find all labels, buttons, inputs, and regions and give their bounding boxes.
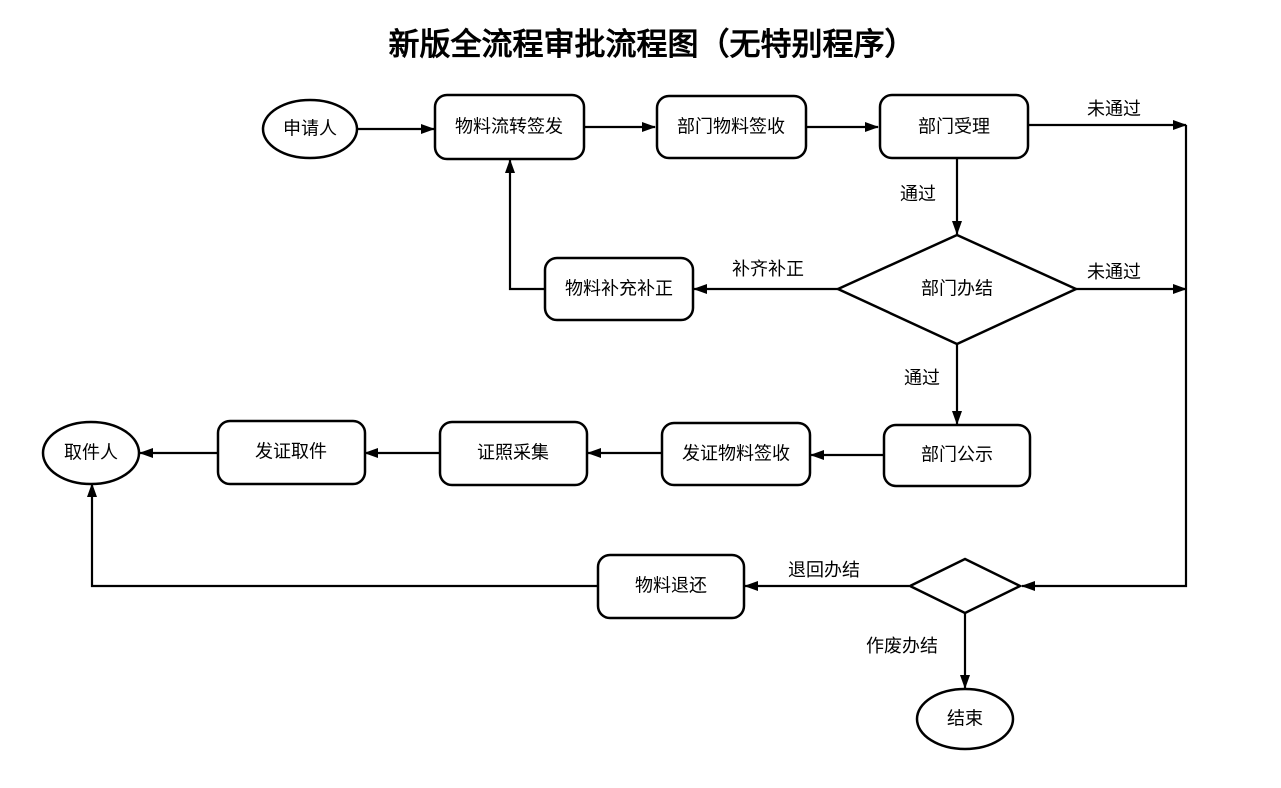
arrow-supplement-to-transfer: [505, 159, 545, 291]
node-label: 物料补充补正: [565, 279, 673, 300]
rounded-rect-shape: [433, 93, 586, 161]
node-dept-complete: 部门办结: [834, 233, 1080, 346]
edge-label-accept-pass: 通过: [900, 184, 936, 205]
node-label: 部门物料签收: [677, 117, 785, 138]
ellipse-shape: [261, 98, 359, 160]
node-dept-publicity: 部门公示: [882, 423, 1032, 488]
edge-label-accept-fail: 未通过: [1087, 99, 1141, 120]
ellipse-shape: [41, 420, 141, 486]
node-label: 取件人: [64, 443, 118, 464]
rounded-rect-shape: [878, 93, 1030, 160]
edge-label-supplement: 补齐补正: [732, 259, 804, 280]
diagram-title: 新版全流程审批流程图（无特别程序）: [389, 27, 916, 63]
node-label: 部门受理: [918, 117, 990, 138]
rounded-rect-shape: [882, 423, 1032, 488]
rounded-rect-shape: [655, 94, 808, 160]
edge-label-void-complete: 作废办结: [866, 636, 938, 657]
node-label: 部门公示: [921, 445, 993, 466]
node-cert-material-receive: 发证物料签收: [660, 421, 812, 487]
node-label: 发证取件: [255, 442, 327, 463]
node-dept-receive: 部门物料签收: [655, 94, 808, 160]
node-label: 物料退还: [635, 576, 707, 597]
rounded-rect-shape: [216, 419, 367, 486]
rounded-rect-shape: [596, 553, 746, 620]
node-label: 物料流转签发: [455, 117, 563, 138]
node-material-return: 物料退还: [596, 553, 746, 620]
edge-label-complete-fail: 未通过: [1087, 262, 1141, 283]
rounded-rect-shape: [543, 256, 695, 322]
node-material-transfer: 物料流转签发: [433, 93, 586, 161]
rounded-rect-shape: [660, 421, 812, 487]
arrow-return-to-person: [87, 483, 598, 588]
ellipse-shape: [915, 687, 1015, 751]
diamond-shape: [907, 557, 1023, 615]
rounded-rect-shape: [438, 420, 589, 487]
connectors: [87, 120, 1188, 689]
node-material-supplement: 物料补充补正: [543, 256, 695, 322]
node-return-decision: [907, 557, 1023, 615]
node-label: 部门办结: [921, 279, 993, 300]
edge-label-return-complete: 退回办结: [788, 560, 860, 581]
node-applicant: 申请人: [261, 98, 359, 160]
node-pickup-person: 取件人: [41, 420, 141, 486]
diamond-shape: [834, 233, 1080, 346]
node-label: 结束: [947, 709, 983, 730]
node-label: 申请人: [283, 119, 337, 140]
node-photo-collect: 证照采集: [438, 420, 589, 487]
node-label: 发证物料签收: [682, 444, 790, 465]
arrow-fail-to-decision: [1021, 125, 1188, 591]
node-dept-accept: 部门受理: [878, 93, 1030, 160]
node-label: 证照采集: [477, 443, 549, 464]
node-cert-pickup: 发证取件: [216, 419, 367, 486]
node-end: 结束: [915, 687, 1015, 751]
edge-label-complete-pass: 通过: [904, 368, 940, 389]
